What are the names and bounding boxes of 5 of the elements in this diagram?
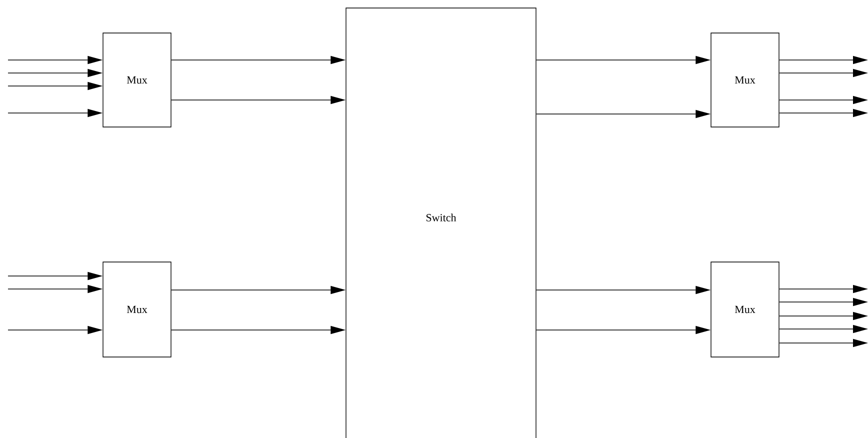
switch-box: Switch <box>346 8 536 438</box>
mux-box: Mux <box>102 262 172 358</box>
mux-box: Mux <box>710 262 780 358</box>
mux-box: Mux <box>710 32 780 128</box>
mux-box: Mux <box>102 32 172 128</box>
